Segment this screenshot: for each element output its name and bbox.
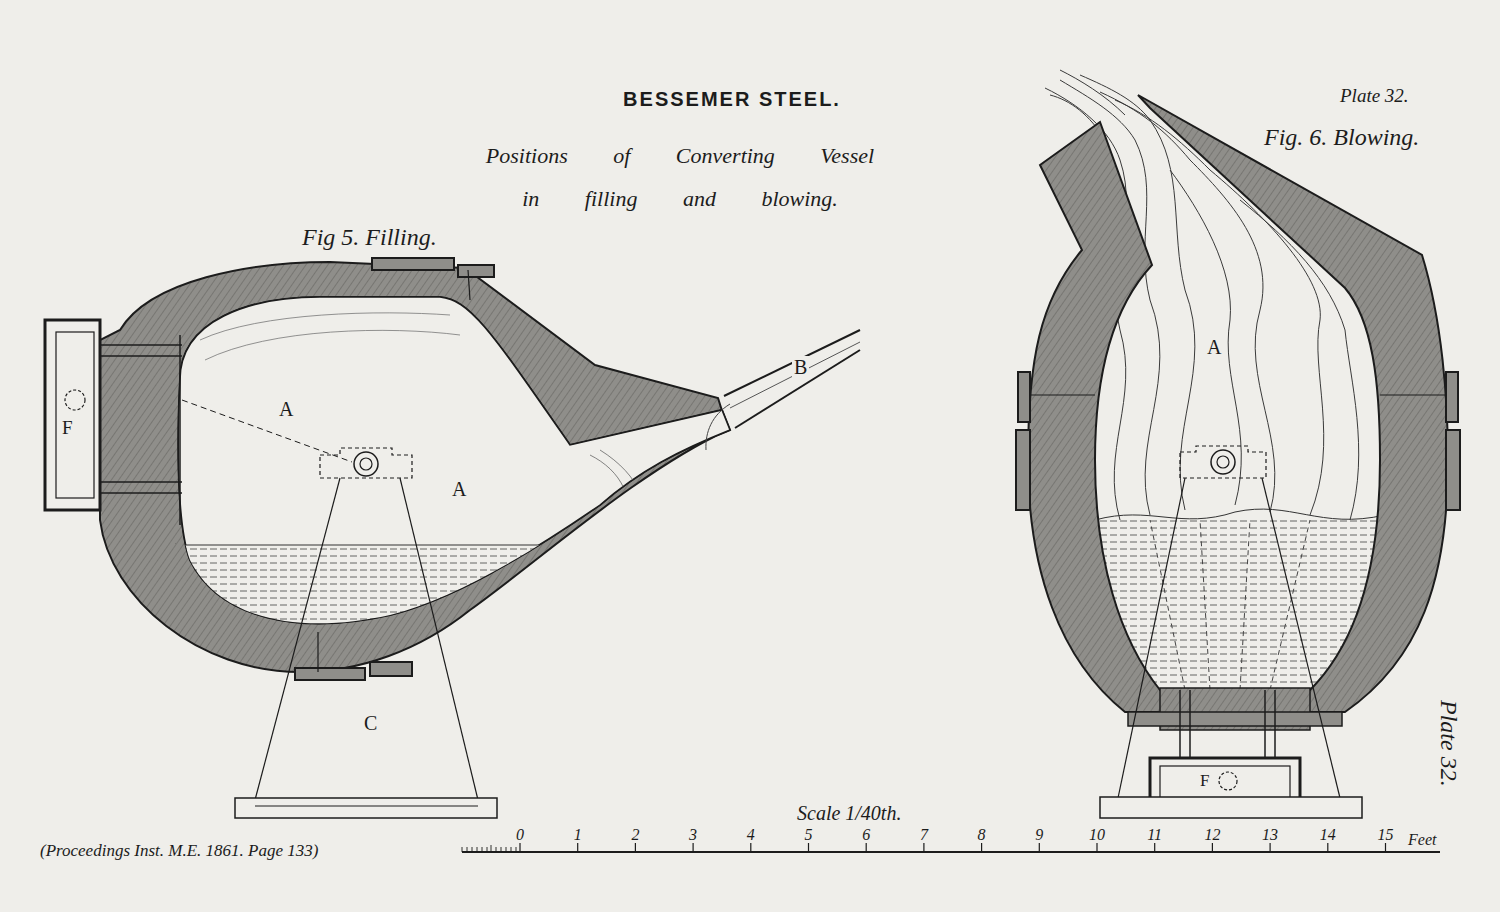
support-line [400,478,478,800]
scale-number: 14 [1320,826,1336,844]
tuyere-box-inner [56,332,94,498]
joint [468,270,470,300]
joint [317,632,318,672]
trunnion-bearing [320,448,412,478]
scale-number: 1 [574,826,582,844]
bottom-joint [179,335,181,525]
trunnion [354,452,378,476]
support-line [255,478,340,800]
scale-number: 12 [1204,826,1220,844]
trunnion-bearing [1180,446,1266,478]
part-letter: A [277,398,295,420]
tuyere-pipes [100,345,182,493]
plate-number: Plate 32. [1436,700,1462,787]
band [458,265,494,277]
scale-number: 0 [516,826,524,844]
scale-number: 13 [1262,826,1278,844]
tuyere-box-inner [1160,766,1290,798]
band [1018,372,1030,422]
scale-number: 15 [1378,826,1394,844]
tuyere-box [45,320,100,510]
axis-line [182,400,352,462]
scale-number: 2 [631,826,639,844]
air-pipe [1219,772,1237,790]
support-base-top [255,806,478,807]
scale-number: 10 [1089,826,1105,844]
converter-filling [45,258,860,818]
band [1446,430,1460,510]
support-line [1262,478,1340,798]
scale-number: 5 [805,826,813,844]
tuyere-pipes [1180,690,1275,760]
air-pipe [65,390,85,410]
support-line [1118,478,1185,798]
part-letter: B [792,356,809,378]
support-base [1100,797,1362,818]
part-letter: F [1198,772,1211,791]
figure-label: Fig 5. Filling. [302,224,437,250]
trunnion-core [360,458,372,470]
molten-metal [100,313,800,705]
converter-blowing [1016,70,1460,818]
figure-label: Fig. 6. Blowing. [1264,124,1419,150]
caption: Positions of Converting Vessel in fillin… [470,134,890,220]
scale-number: 7 [920,826,928,844]
scale-bar [462,843,1440,852]
part-letter: A [1205,336,1223,358]
scale-number: 8 [978,826,986,844]
band [372,258,454,270]
scale-number: 6 [862,826,870,844]
pouring-trough [706,330,860,450]
part-letter: C [362,712,379,734]
scale-number: 3 [689,826,697,844]
vessel-shell [100,262,730,672]
vessel-shell [1028,95,1448,712]
unit-label: Feet [1408,831,1436,849]
joint [1030,394,1095,395]
band [295,668,365,680]
trunnion-core [1217,456,1229,468]
scale-number: 9 [1035,826,1043,844]
band [1446,372,1458,422]
bottom-flange [1128,712,1342,726]
scale-number: 11 [1147,826,1162,844]
scale-number: 4 [747,826,755,844]
support-base [235,798,497,818]
source-note: (Proceedings Inst. M.E. 1861. Page 133) [40,842,318,861]
joint [1380,394,1446,395]
part-letter: A [450,478,468,500]
title: BESSEMER STEEL. [623,88,841,110]
part-letter: F [60,418,75,439]
plate-number: Plate 32. [1340,86,1409,107]
trunnion [1211,450,1235,474]
band [370,662,412,676]
band [1016,430,1030,510]
scale-label: Scale 1/40th. [797,802,901,824]
